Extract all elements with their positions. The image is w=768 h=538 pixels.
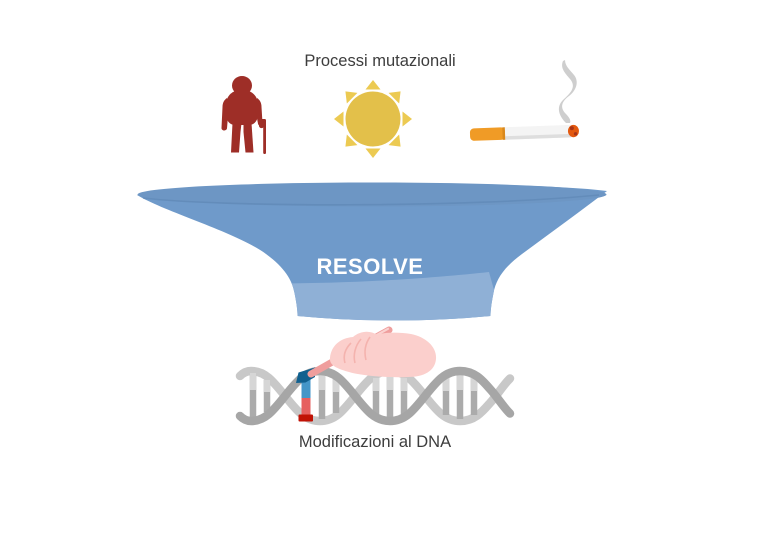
cigarette-body-shade [504, 133, 572, 140]
cigarette-ember-spot [573, 132, 578, 136]
funnel-top-surface [137, 182, 607, 207]
dna-strand-front [235, 366, 515, 426]
edited-base-lower [301, 398, 311, 416]
dna-rungs-light [249, 373, 478, 392]
edited-base-upper [301, 379, 311, 398]
dna-rungs [249, 373, 478, 419]
elderly-person-icon [221, 76, 266, 154]
smoke-icon [558, 60, 577, 123]
smoking-cigarette-icon [469, 60, 579, 141]
finger-lines [343, 336, 371, 364]
hand-with-pen-icon [307, 326, 437, 378]
sun-disc [345, 91, 401, 147]
sun-rays [334, 80, 412, 158]
bottom-label: Modificazioni al DNA [298, 433, 452, 451]
edited-base-bottom-cap [298, 414, 313, 422]
cigarette-filter-seam [502, 127, 506, 140]
cigarette-filter [469, 127, 506, 141]
hand-palm [329, 331, 437, 378]
dna-strand-back [235, 366, 515, 426]
top-label: Processi mutazionali [304, 52, 456, 70]
sun-icon [334, 80, 412, 158]
funnel-rim-line [142, 194, 600, 206]
dna-helix-icon [235, 366, 515, 426]
funnel-icon: RESOLVE [137, 182, 607, 321]
cigarette-ember-spot [569, 126, 574, 131]
elderly-person-silhouette [221, 76, 266, 154]
funnel-label: RESOLVE [316, 254, 423, 279]
